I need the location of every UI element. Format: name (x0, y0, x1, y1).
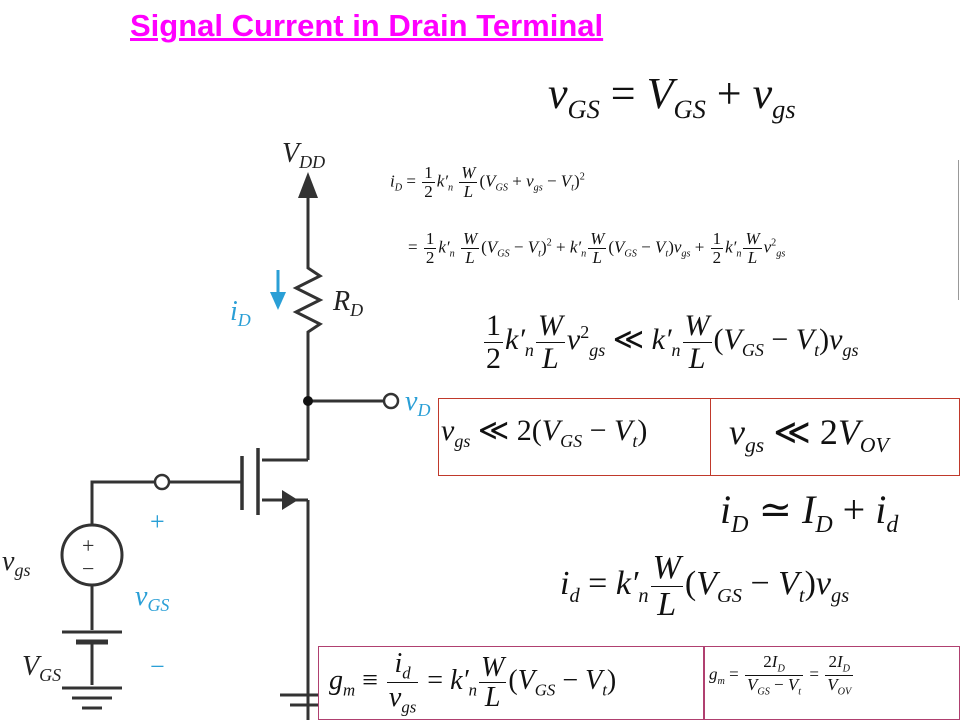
eq-box-vgs-overdrive: vgs ≪ 2VOV (710, 398, 960, 476)
minus-label: − (150, 652, 165, 681)
vgs-total-label: vGS (135, 581, 169, 615)
eq-drain-current-approx: iD ≃ ID + id (720, 487, 899, 538)
gate-terminal (153, 473, 171, 491)
id-label: iD (230, 296, 251, 330)
ac-source (60, 523, 124, 587)
vgs-small-label: vgs (2, 546, 30, 580)
vgs-dc-label: VGS (22, 651, 61, 685)
slide-title: Signal Current in Drain Terminal (130, 8, 604, 43)
mosfet-source-arrow (282, 490, 298, 510)
circuit-diagram: + − VDD RD iD vD vgs + vGS − VGS (2, 138, 430, 720)
vd-label: vD (405, 386, 430, 420)
vdd-label: VDD (282, 138, 325, 172)
plus-label: + (150, 507, 165, 536)
resistor-rd (292, 260, 324, 340)
eq-total-gate-voltage: vGS = VGS + vgs (548, 69, 796, 124)
svg-text:−: − (82, 556, 94, 581)
rd-label: RD (332, 286, 363, 320)
svg-text:+: + (82, 533, 94, 558)
id-arrow (270, 292, 286, 310)
drain-node (303, 396, 313, 406)
vdd-arrowhead (298, 172, 318, 198)
input-wire (90, 480, 155, 525)
eq-box-vgs-limit: vgs ≪ 2(VGS − Vt) (438, 398, 712, 476)
output-terminal (382, 392, 400, 410)
